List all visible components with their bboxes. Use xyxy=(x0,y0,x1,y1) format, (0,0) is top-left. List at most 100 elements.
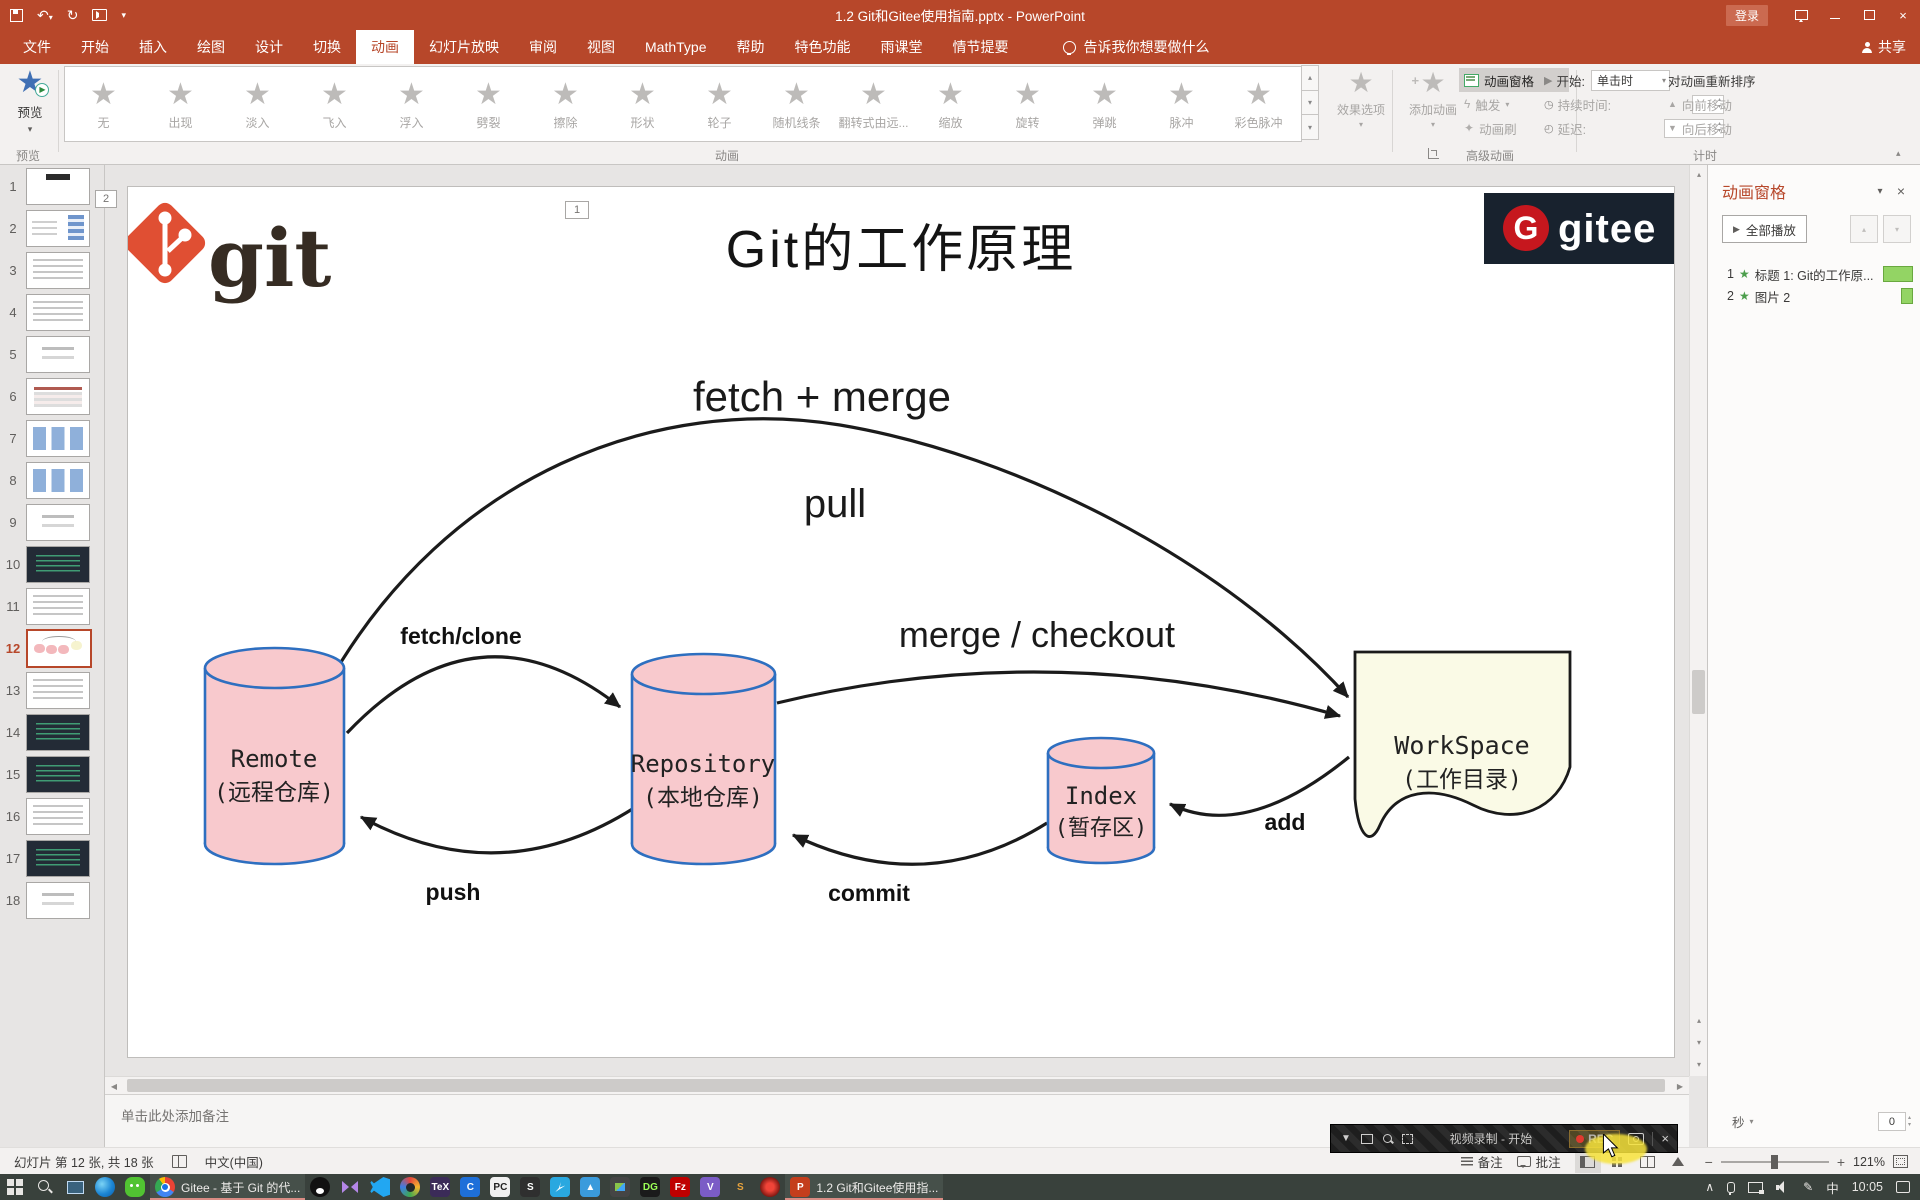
gallery-scroll-up[interactable]: ▴ xyxy=(1301,65,1319,91)
tex-app[interactable]: TeX xyxy=(425,1174,455,1200)
effect-旋转[interactable]: ★旋转 xyxy=(989,67,1066,141)
slideshow-view-button[interactable] xyxy=(1665,1151,1691,1173)
tab-开始[interactable]: 开始 xyxy=(81,39,109,55)
mountain-app[interactable]: ▲ xyxy=(575,1174,605,1200)
filezilla-app[interactable]: Fz xyxy=(665,1174,695,1200)
slide-thumbnail-15[interactable]: 15 xyxy=(0,753,104,795)
recorder-menu-icon[interactable]: ▼ xyxy=(1341,1133,1351,1144)
qq-app[interactable] xyxy=(305,1174,335,1200)
network-icon[interactable] xyxy=(1748,1181,1765,1194)
animation-item-2[interactable]: 2★图片 2 xyxy=(1724,285,1915,307)
slide-thumbnail-6[interactable]: 6 xyxy=(0,375,104,417)
tab-MathType[interactable]: MathType xyxy=(645,39,707,55)
slide-thumbnail-16[interactable]: 16 xyxy=(0,795,104,837)
slide-thumbnail-17[interactable]: 17 xyxy=(0,837,104,879)
bird-app[interactable] xyxy=(545,1174,575,1200)
slide-thumbnail-11[interactable]: 11 xyxy=(0,585,104,627)
effect-缩放[interactable]: ★缩放 xyxy=(912,67,989,141)
tab-幻灯片放映[interactable]: 幻灯片放映 xyxy=(429,39,499,55)
slide-12[interactable]: Git的工作原理 git xyxy=(127,186,1675,1058)
edge-app[interactable] xyxy=(90,1174,120,1200)
effect-出现[interactable]: ★出现 xyxy=(142,67,219,141)
effect-options-button[interactable]: ★ 效果选项 ▾ xyxy=(1336,67,1385,129)
sublime-app[interactable]: S xyxy=(725,1174,755,1200)
animation-pane-button[interactable]: 动画窗格 xyxy=(1459,68,1569,92)
start-button[interactable] xyxy=(0,1174,30,1200)
restore-button[interactable] xyxy=(1852,0,1886,30)
pc-app[interactable]: PC xyxy=(485,1174,515,1200)
slide-thumbnail-3[interactable]: 3 xyxy=(0,249,104,291)
slide-thumbnail-9[interactable]: 9 xyxy=(0,501,104,543)
tab-文件[interactable]: 文件 xyxy=(23,39,51,55)
redo-icon[interactable]: ↻ xyxy=(66,6,79,23)
slide-thumbnail-18[interactable]: 18 xyxy=(0,879,104,921)
slide-thumbnail-1[interactable]: 1 xyxy=(0,165,104,207)
effect-彩色脉冲[interactable]: ★彩色脉冲 xyxy=(1220,67,1297,141)
fit-to-window-icon[interactable] xyxy=(1893,1155,1908,1168)
effect-浮入[interactable]: ★浮入 xyxy=(373,67,450,141)
trigger-button[interactable]: ϟ 触发 ▾ xyxy=(1464,97,1510,113)
ribbon-display-options-button[interactable] xyxy=(1784,0,1818,30)
vscroll-thumb[interactable] xyxy=(1692,670,1705,714)
zoom-percentage[interactable]: 121% xyxy=(1853,1154,1885,1169)
effect-劈裂[interactable]: ★劈裂 xyxy=(450,67,527,141)
effect-脉冲[interactable]: ★脉冲 xyxy=(1143,67,1220,141)
save-icon[interactable] xyxy=(10,8,23,22)
undo-icon[interactable]: ↶▾ xyxy=(37,6,53,23)
hscroll-thumb[interactable] xyxy=(127,1079,1665,1092)
tab-设计[interactable]: 设计 xyxy=(255,39,283,55)
tab-情节提要[interactable]: 情节提要 xyxy=(952,39,1009,55)
play-all-button[interactable]: ▶ 全部播放 xyxy=(1722,215,1807,243)
tab-特色功能[interactable]: 特色功能 xyxy=(794,39,851,55)
language-status[interactable]: 中文(中国) xyxy=(204,1156,263,1170)
recorder-zoom-icon[interactable] xyxy=(1382,1134,1392,1143)
seconds-label[interactable]: 秒 xyxy=(1732,1116,1745,1130)
effect-形状[interactable]: ★形状 xyxy=(604,67,681,141)
recorder-app[interactable] xyxy=(755,1174,785,1200)
slide-thumbnail-12[interactable]: 12 xyxy=(0,627,104,669)
minimize-button[interactable] xyxy=(1818,0,1852,30)
node-workspace[interactable]: WorkSpace (工作目录) xyxy=(1353,650,1572,838)
vertical-scrollbar[interactable]: ▴ ▴ ▾ ▾ xyxy=(1689,165,1708,1076)
comments-toggle-button[interactable]: 批注 xyxy=(1516,1152,1561,1171)
notes-placeholder[interactable]: 单击此处添加备注 xyxy=(121,1109,229,1124)
slide-thumbnail-8[interactable]: 8 xyxy=(0,459,104,501)
slide-thumbnail-4[interactable]: 4 xyxy=(0,291,104,333)
node-remote[interactable]: Remote (远程仓库) xyxy=(203,646,346,866)
action-center-icon[interactable] xyxy=(1896,1181,1910,1193)
node-index[interactable]: Index (暂存区) xyxy=(1046,736,1156,865)
pane-dropdown-icon[interactable]: ▾ xyxy=(1877,185,1883,197)
slide-thumbnail-10[interactable]: 10 xyxy=(0,543,104,585)
slide-counter[interactable]: 幻灯片 第 12 张, 共 18 张 xyxy=(14,1156,154,1170)
tab-动画[interactable]: 动画 xyxy=(356,30,414,64)
effect-飞入[interactable]: ★飞入 xyxy=(296,67,373,141)
login-button[interactable]: 登录 xyxy=(1725,4,1768,26)
share-button[interactable]: 共享 xyxy=(1862,30,1906,64)
chrome-task[interactable]: Gitee - 基于 Git 的代... xyxy=(150,1174,306,1200)
collapse-ribbon-icon[interactable]: ▴ xyxy=(1896,148,1901,158)
pane-move-up-button[interactable]: ▴ xyxy=(1850,215,1878,243)
animation-item-1[interactable]: 1★标题 1: Git的工作原... xyxy=(1724,263,1915,285)
ring-app[interactable] xyxy=(395,1174,425,1200)
dialog-launcher-icon[interactable] xyxy=(1428,148,1439,159)
effect-无[interactable]: ★无 xyxy=(65,67,142,141)
pane-move-down-button[interactable]: ▾ xyxy=(1883,215,1911,243)
clock[interactable]: 10:05 xyxy=(1851,1180,1883,1194)
effect-淡入[interactable]: ★淡入 xyxy=(219,67,296,141)
wechat-app[interactable] xyxy=(120,1174,150,1200)
reading-view-button[interactable] xyxy=(1635,1151,1661,1173)
tab-雨课堂[interactable]: 雨课堂 xyxy=(880,39,923,55)
slide-thumbnail-2[interactable]: 2 xyxy=(0,207,104,249)
datagrip-app[interactable]: DG xyxy=(635,1174,665,1200)
preview-button[interactable]: ★▶ 预览 ▾ xyxy=(6,67,54,143)
s-dark-app[interactable]: S xyxy=(515,1174,545,1200)
start-presentation-icon[interactable] xyxy=(92,9,108,21)
tab-帮助[interactable]: 帮助 xyxy=(736,39,765,55)
effect-翻转式由远...[interactable]: ★翻转式由远... xyxy=(835,67,912,141)
zoom-in-button[interactable]: + xyxy=(1836,1153,1846,1170)
previous-slide-button[interactable]: ▴ xyxy=(1696,1015,1701,1025)
tray-expand-icon[interactable]: ∧ xyxy=(1705,1180,1715,1194)
tab-视图[interactable]: 视图 xyxy=(587,39,615,55)
effect-擦除[interactable]: ★擦除 xyxy=(527,67,604,141)
recorder-window-icon[interactable] xyxy=(1360,1133,1373,1144)
